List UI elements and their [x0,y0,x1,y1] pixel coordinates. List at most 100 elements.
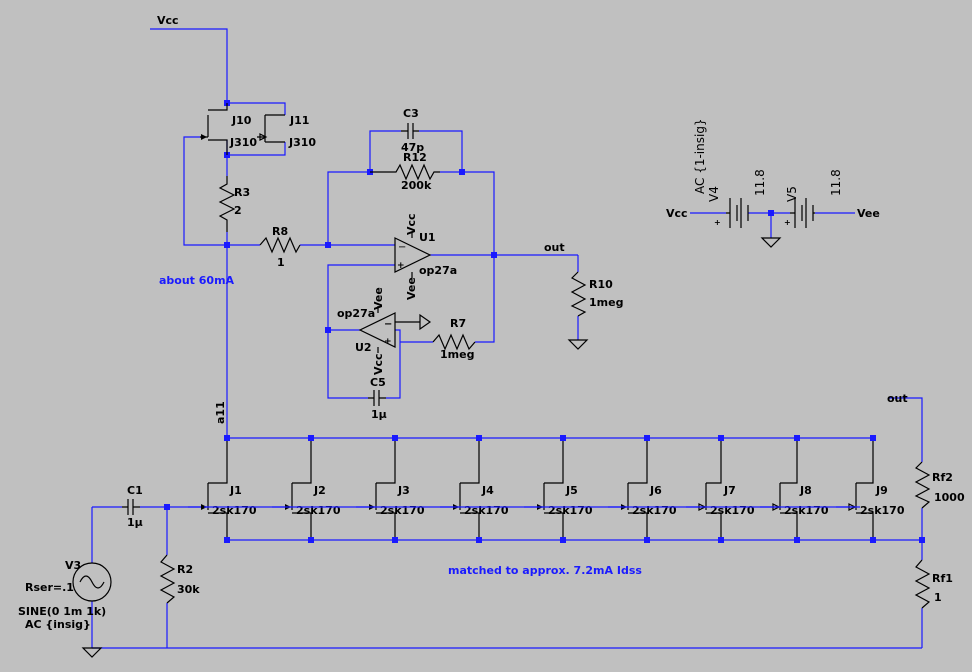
U2-model: op27a [337,307,375,320]
jfet-J1: J1 2sk170 [188,435,257,543]
svg-text:+: + [397,261,405,271]
wires [91,28,923,649]
out-net-label-2: out [887,392,908,405]
ground-symbols [81,237,782,658]
R8-label: R8 [272,225,288,238]
drain-junction [392,435,398,441]
V5-value: 11.8 [829,169,843,196]
U1-vcc-label: Vcc [405,213,418,235]
R8-value: 1 [277,256,285,269]
R12-label: R12 [403,151,427,164]
jfet-name-label: J5 [565,484,578,497]
jfet-J4: J4 2sk170 [440,435,509,543]
drain-junction [794,435,800,441]
opamp-U2: − + [358,306,432,353]
J11-label: J11 [289,114,309,127]
resistor-R8 [259,236,301,254]
U1-model: op27a [419,264,457,277]
jfet-model-label: 2sk170 [380,504,425,517]
R2-label: R2 [177,563,193,576]
voltage-source-V3 [72,562,112,602]
resistor-R7 [432,333,476,351]
jfet-J6: J6 2sk170 [608,435,677,543]
J310b-label: J310 [288,136,316,149]
source-junction [224,537,230,543]
jfet-model-label: 2sk170 [212,504,257,517]
source-junction [870,537,876,543]
capacitor-C5 [368,390,386,406]
jfet-model-label: 2sk170 [860,504,905,517]
U1-vee-label: Vee [405,277,418,300]
R3-label: R3 [234,186,250,199]
drain-junction [308,435,314,441]
vcc-net-label: Vcc [157,14,179,27]
jfet-model-label: 2sk170 [464,504,509,517]
opamp-U1: − + [394,232,432,278]
out-net-label: out [544,241,565,254]
V3-ac: AC {insig} [25,618,91,631]
resistor-Rf2 [914,461,931,509]
vee-battery-label: Vee [857,207,880,220]
J310a-label: J310 [229,136,257,149]
labels: Vcc J10 J310 J11 J310 R3 2 R8 1 C3 47p R… [18,14,965,631]
jfet-J7: J7 2sk170 [686,435,755,543]
U2-label: U2 [355,341,372,354]
resistor-Rf1 [914,559,931,609]
V3-label: V3 [65,559,81,572]
source-junction [308,537,314,543]
a11-net-label: a11 [214,401,227,424]
C3-value: 47p [401,141,424,154]
jfet-name-label: J2 [313,484,326,497]
drain-junction [644,435,650,441]
source-junction [476,537,482,543]
jfet-name-label: J4 [481,484,494,497]
jfet-name-label: J6 [649,484,662,497]
svg-text:+: + [714,218,721,227]
source-junction [392,537,398,543]
R7-value: 1meg [440,348,474,361]
jfet-J10 [200,103,228,155]
Rf2-value: 1000 [934,491,965,504]
V4-ac-label: AC {1-insig} [693,118,707,194]
resistor-R3 [218,176,236,232]
C3-label: C3 [403,107,419,120]
source-junction [718,537,724,543]
R12-value: 200k [401,179,432,192]
jfet-name-label: J8 [799,484,812,497]
resistor-R10 [570,271,587,317]
capacitor-C1 [122,499,140,515]
C1-value: 1µ [127,516,143,529]
jfet-model-label: 2sk170 [632,504,677,517]
battery-V5: + [784,198,815,228]
C5-label: C5 [370,376,386,389]
drain-junction [560,435,566,441]
jfet-J3: J3 2sk170 [356,435,425,543]
jfet-name-label: J7 [723,484,736,497]
drain-junction [870,435,876,441]
svg-text:+: + [384,337,392,347]
svg-text:+: + [784,218,791,227]
jfet-model-label: 2sk170 [710,504,755,517]
drain-junction [476,435,482,441]
C5-value: 1µ [371,408,387,421]
J10-label: J10 [231,114,252,127]
V3-rser: Rser=.1 [25,581,74,594]
source-junction [644,537,650,543]
jfet-name-label: J9 [875,484,888,497]
Rf2-label: Rf2 [932,471,953,484]
drain-junction [718,435,724,441]
R3-value: 2 [234,204,242,217]
V3-sine: SINE(0 1m 1k) [18,605,106,618]
jfet-name-label: J3 [397,484,410,497]
jfet-name-label: J1 [229,484,242,497]
U1-label: U1 [419,231,436,244]
R2-value: 30k [177,583,200,596]
V5-label: V5 [785,186,799,202]
U2-vcc-label: Vcc [372,353,385,375]
R7-label: R7 [450,317,466,330]
C1-label: C1 [127,484,143,497]
matched-note: matched to approx. 7.2mA Idss [448,564,642,577]
capacitor-C3 [401,123,419,139]
current-note: about 60mA [159,274,235,287]
